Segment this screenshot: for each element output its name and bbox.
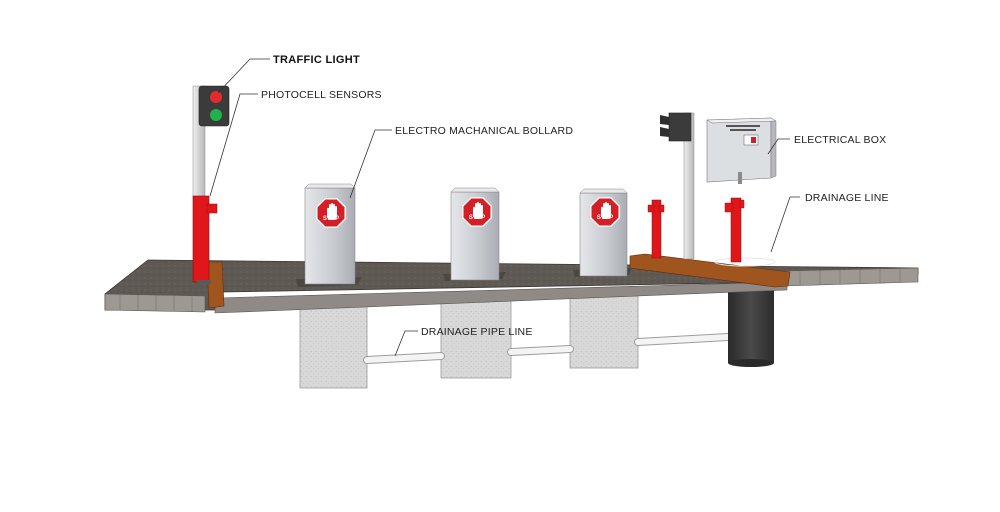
foundation-block-3 [569,293,639,369]
road-slab [104,259,919,314]
traffic-light-left [192,85,230,284]
drainage-pipe [363,333,732,364]
stop-sign-text: STOP [469,215,485,221]
electrical-box-label: ELECTRICAL BOX [794,134,886,146]
photocell-sensors-label: PHOTOCELL SENSORS [261,89,382,101]
left-curb [206,261,225,309]
foundation-block-1 [299,305,368,389]
drainage-sump [728,285,774,367]
bollard-1: STOP [296,183,362,287]
foundation-block-2 [440,299,512,379]
stop-sign-text: STOP [597,215,613,221]
red-light-icon [210,91,222,103]
drainage-line-label: DRAINAGE LINE [805,192,889,204]
photocell-post-right-1 [647,199,665,259]
photocell-post-right-2 [724,197,745,263]
traffic-light-right [660,112,695,260]
electrical-box [706,117,777,184]
bollard-2: STOP [443,187,506,281]
drainage-pipe-line-label: DRAINAGE PIPE LINE [421,326,533,338]
green-light-icon [210,109,222,121]
bollard-3: STOP [573,188,632,277]
stop-sign-text: STOP [323,216,339,222]
traffic-light-label: TRAFFIC LIGHT [273,54,360,66]
drainage-channel [629,253,791,288]
leader-lines [209,58,800,357]
bollard-label: ELECTRO MACHANICAL BOLLARD [395,125,573,137]
